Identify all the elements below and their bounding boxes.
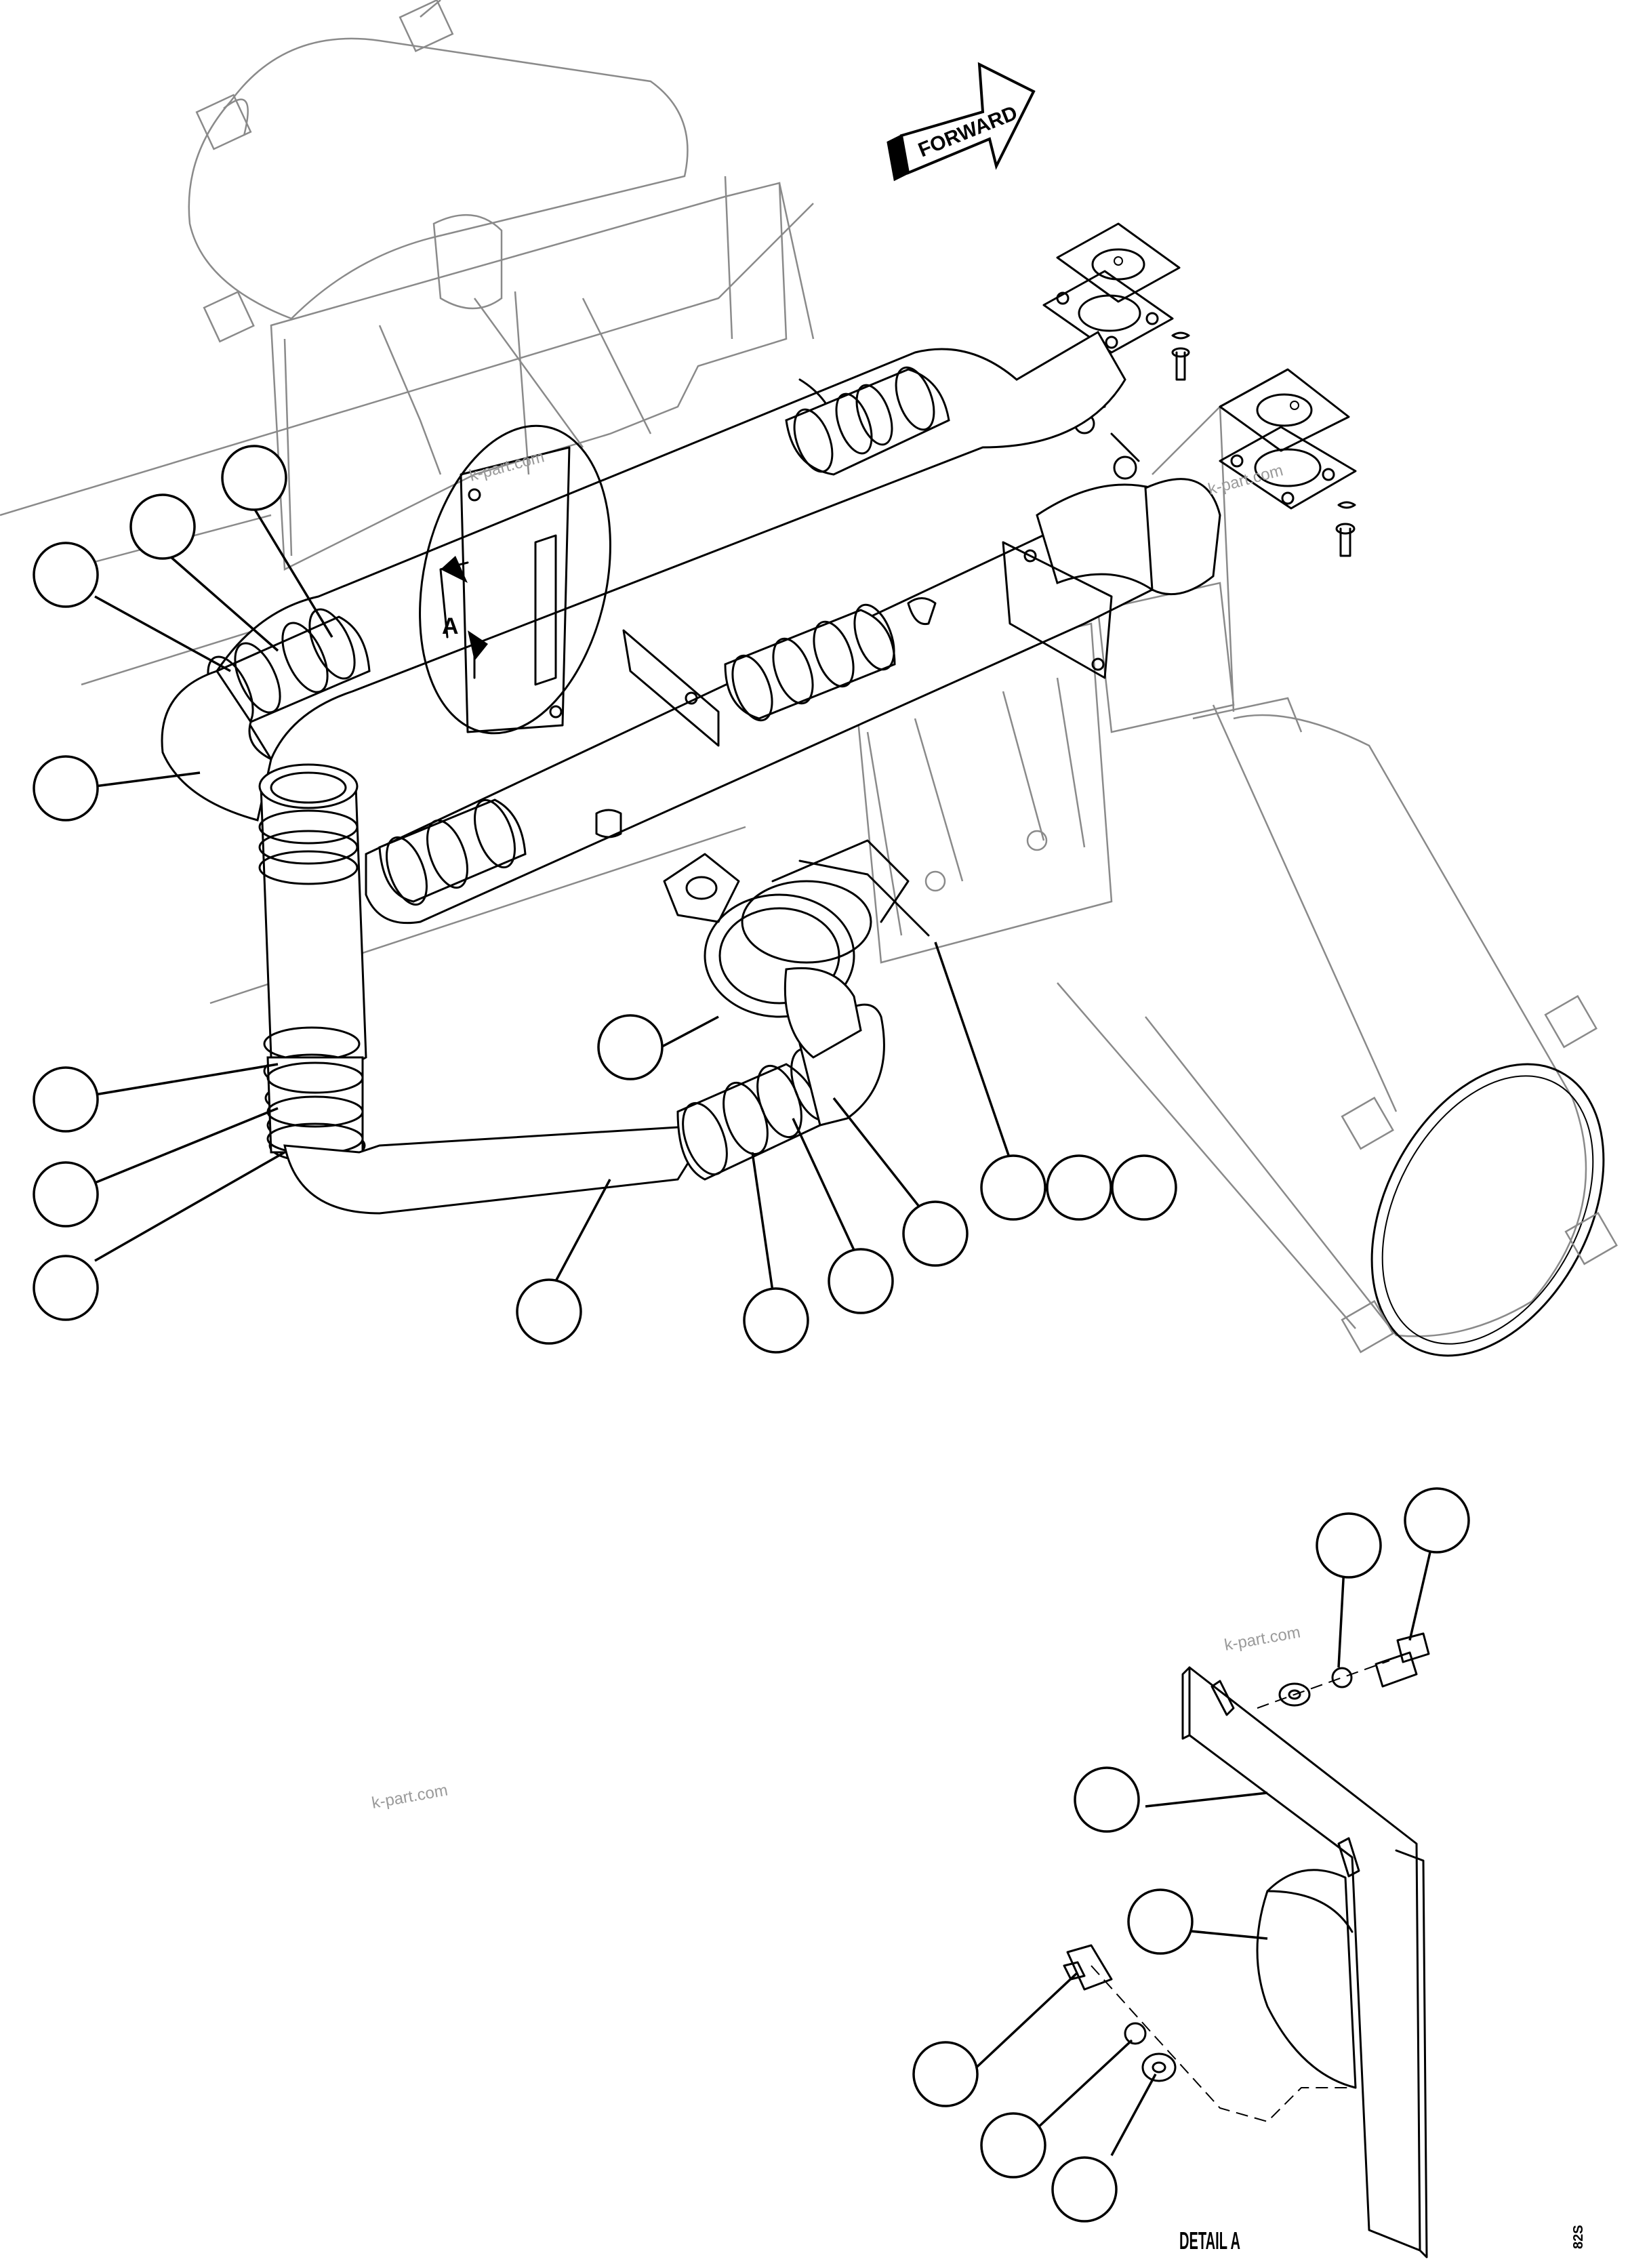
callout-detail-2	[1404, 1487, 1470, 1554]
section-view-marker: A	[419, 424, 611, 735]
callout-main-10	[743, 1287, 809, 1354]
callout-detail-5	[912, 2041, 979, 2107]
callout-detail-1	[1316, 1512, 1382, 1579]
callout-main-15	[1111, 1154, 1177, 1221]
watermark-3: k-part.com	[1223, 1623, 1301, 1655]
callout-main-11	[828, 1248, 894, 1314]
callout-main-13	[980, 1154, 1046, 1221]
callout-main-14	[1046, 1154, 1112, 1221]
hose-upper-right	[785, 366, 950, 476]
callout-detail-7	[1051, 2156, 1118, 2223]
pipe-brackets	[460, 446, 1113, 838]
callout-main-9	[516, 1278, 582, 1345]
forward-direction-arrow: FORWARD	[887, 62, 1036, 182]
detail-a-label: DETAIL A	[1179, 2227, 1240, 2254]
turbo-flange-lower	[1219, 368, 1357, 557]
callout-main-8	[597, 1014, 664, 1080]
callout-detail-4	[1127, 1888, 1194, 1955]
callout-main-2	[129, 493, 196, 560]
intake-pipe-assembly	[161, 330, 1221, 1215]
callouts-main	[33, 445, 1177, 1354]
section-marker-label: A	[442, 613, 459, 639]
watermark-2: k-part.com	[1206, 461, 1285, 498]
callout-main-3	[33, 542, 99, 608]
hose-middle-left	[378, 798, 527, 906]
callout-detail-6	[980, 2112, 1046, 2179]
callout-main-6	[33, 1161, 99, 1228]
callout-main-4	[33, 755, 99, 822]
detail-a-view: DETAIL A 82S	[912, 1487, 1586, 2259]
callout-main-1	[221, 445, 287, 511]
callout-main-5	[33, 1066, 99, 1133]
callout-detail-3	[1074, 1766, 1140, 1833]
hose-middle-right	[724, 603, 896, 722]
callout-main-12	[902, 1200, 969, 1267]
drawing-code: 82S	[1571, 2225, 1586, 2249]
callout-main-7	[33, 1255, 99, 1321]
watermark-4: k-part.com	[370, 1781, 449, 1813]
